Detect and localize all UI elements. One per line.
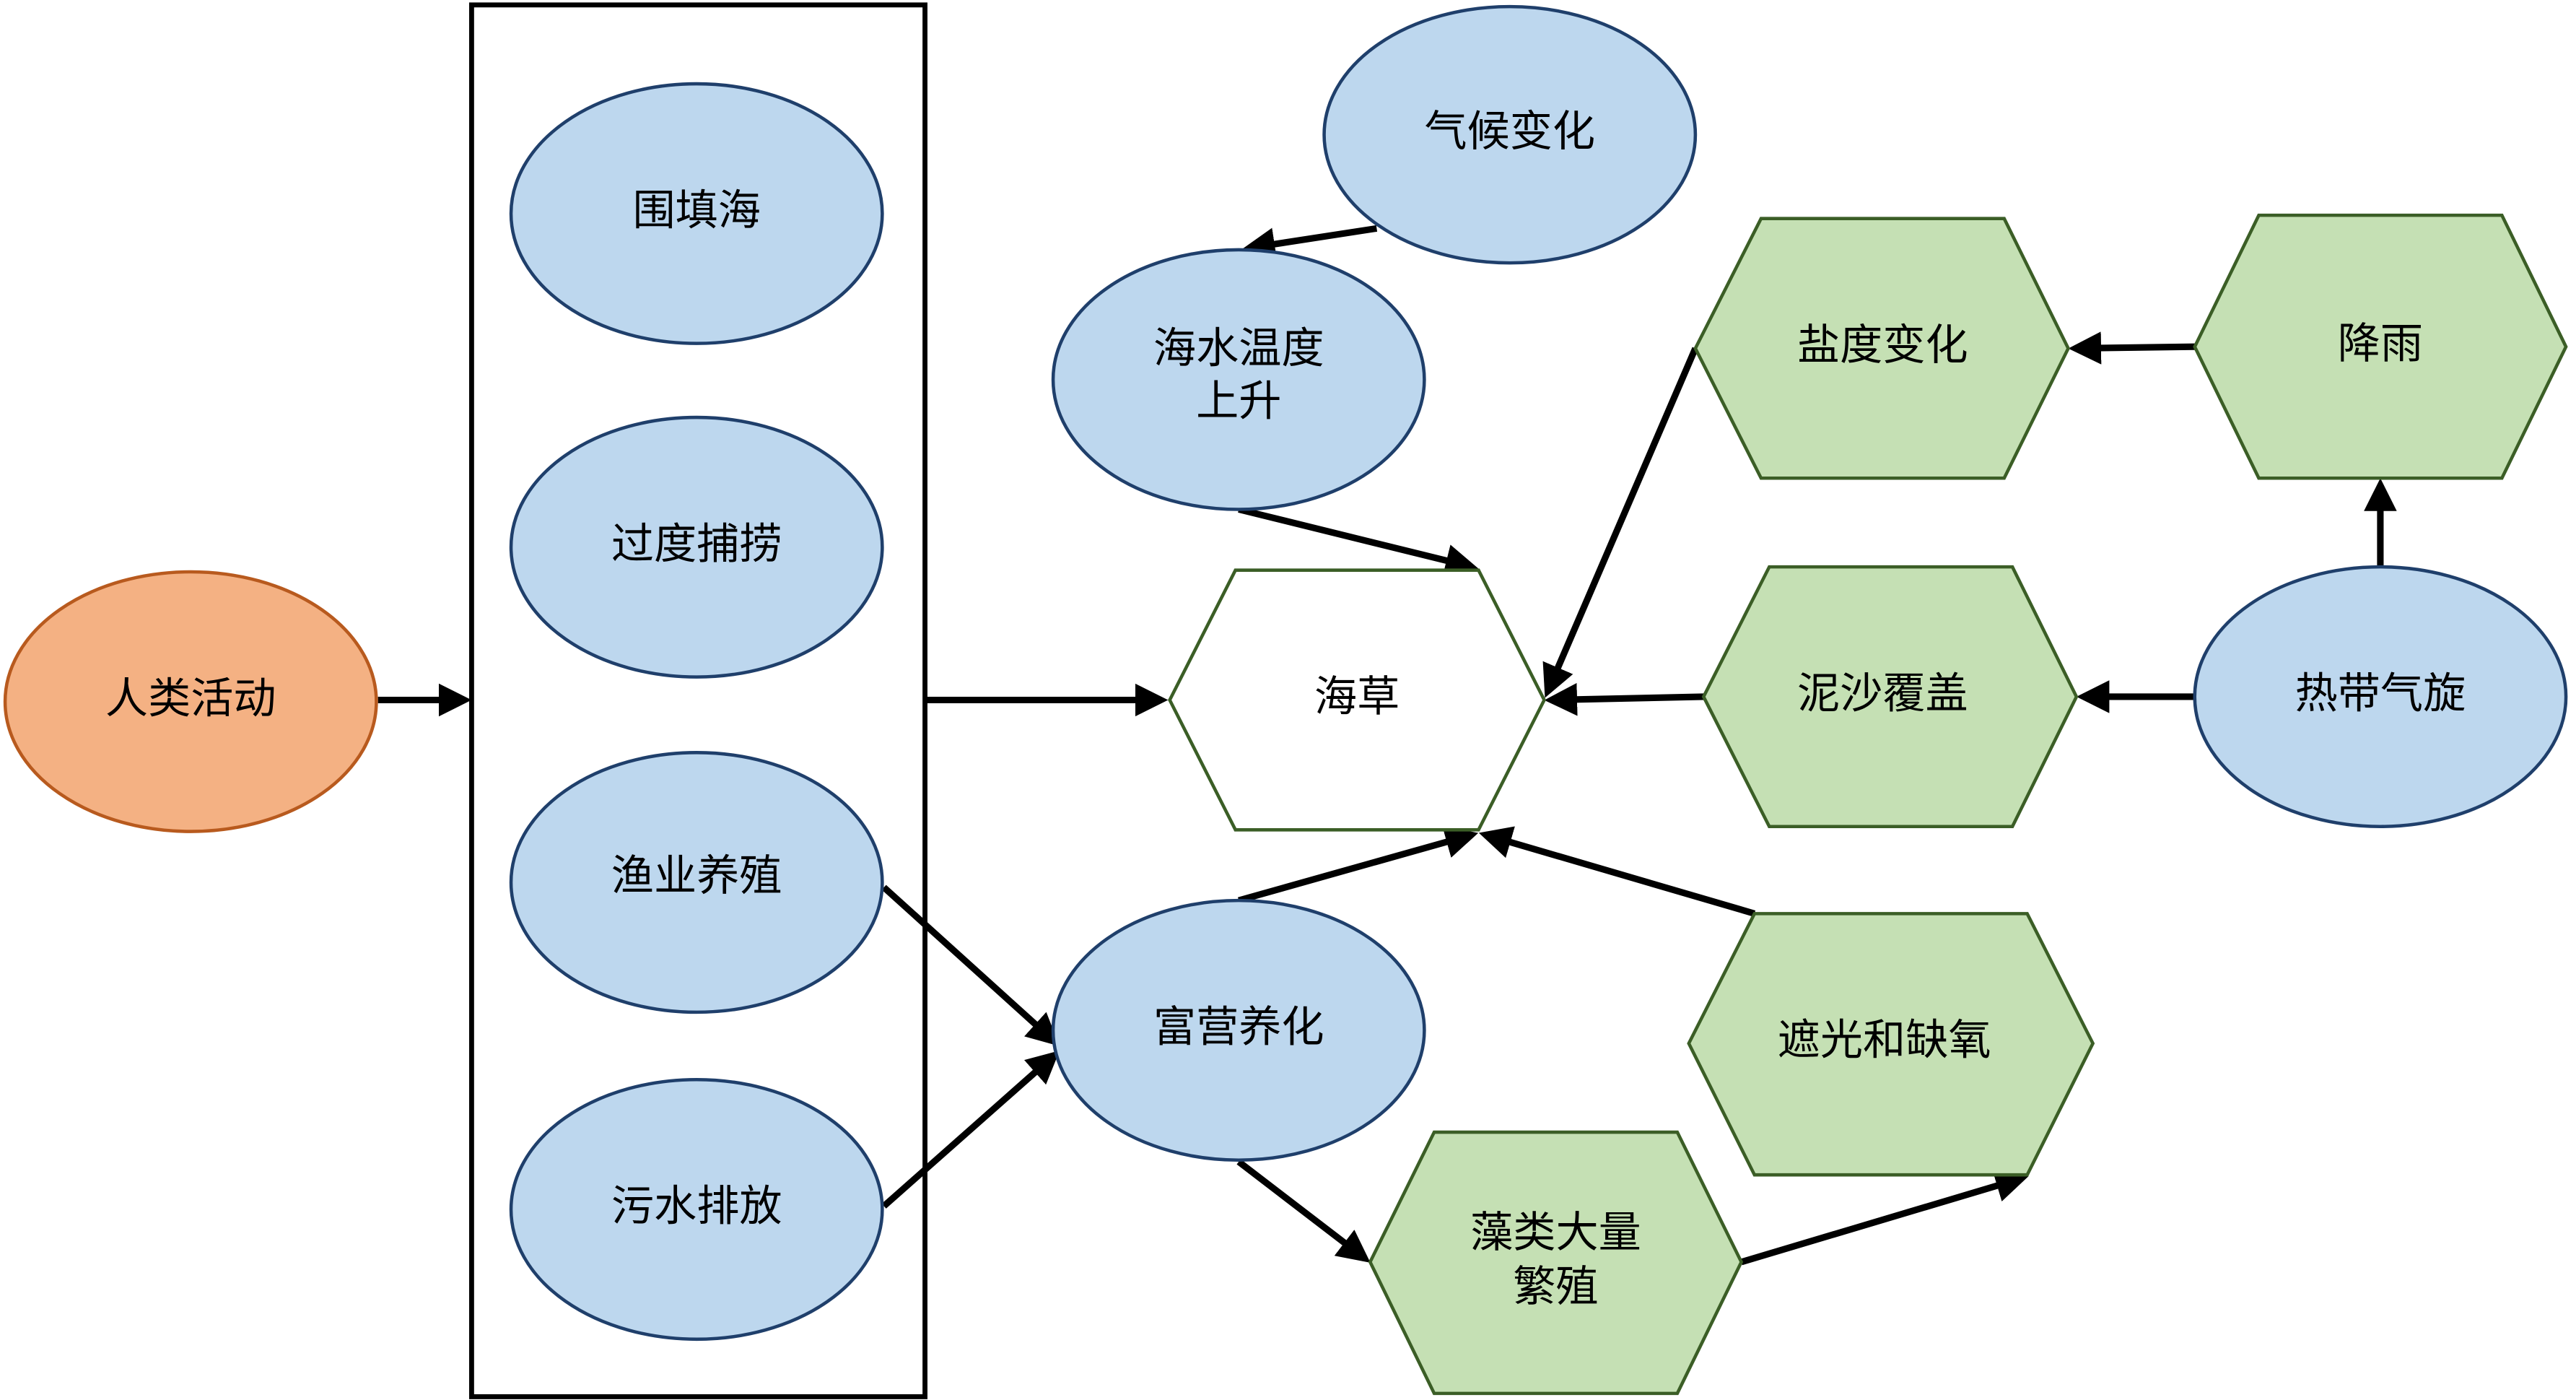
node-aquaculture: 渔业养殖 [509, 751, 884, 1014]
human-activities-group-box [469, 2, 927, 1399]
arrow-sewage-to-eutroph [881, 1051, 1060, 1209]
node-salinity-change: 盐度变化 [1693, 217, 2071, 480]
node-label: 热带气旋 [2295, 669, 2466, 718]
arrow-algae-to-shading [1740, 1170, 2029, 1266]
node-label: 渔业养殖 [611, 851, 782, 900]
node-label: 泥沙覆盖 [1797, 669, 1968, 718]
node-seagrass: 海草 [1168, 568, 1547, 832]
node-algal-bloom: 藻类大量 繁殖 [1368, 1130, 1744, 1396]
node-label: 遮光和缺氧 [1778, 1015, 1991, 1065]
node-tropical-cyclone: 热带气旋 [2193, 565, 2568, 829]
arrow-rain-to-salinity [2068, 331, 2195, 365]
arrow-eutroph-to-seagrass [1237, 826, 1479, 904]
node-reclamation: 围填海 [509, 82, 884, 345]
node-label: 过度捕捞 [611, 518, 782, 568]
node-label: 海水温度 [1153, 323, 1324, 373]
node-sea-temp-rise: 海水温度 上升 [1051, 248, 1426, 511]
arrow-salinity-to-seagrass [1542, 347, 1699, 698]
node-label: 海草 [1314, 671, 1400, 721]
node-label: 藻类大量 [1470, 1207, 1641, 1257]
node-sewage: 污水排放 [509, 1077, 884, 1342]
arrow-climate-to-temp [1241, 225, 1378, 261]
node-label: 盐度变化 [1797, 320, 1968, 370]
node-label: 繁殖 [1513, 1261, 1598, 1311]
node-label: 气候变化 [1424, 106, 1595, 156]
node-sediment-cover: 泥沙覆盖 [1701, 565, 2079, 829]
arrow-aquaculture-to-eutroph [881, 884, 1060, 1046]
node-eutrophication: 富营养化 [1051, 898, 1426, 1162]
arrow-sediment-to-seagrass [1544, 682, 1704, 716]
arrow-eutroph-to-algae [1236, 1159, 1371, 1263]
node-label: 污水排放 [611, 1181, 782, 1231]
node-label: 富营养化 [1153, 1002, 1324, 1052]
node-label: 人类活动 [105, 673, 276, 723]
node-human-activity: 人类活动 [3, 570, 378, 833]
node-label: 围填海 [632, 185, 760, 235]
node-climate-change: 气候变化 [1322, 4, 1698, 265]
arrow-shading-to-seagrass [1478, 826, 1756, 917]
node-label: 上升 [1196, 375, 1281, 425]
node-rainfall: 降雨 [2193, 213, 2568, 480]
arrows [377, 225, 2397, 1266]
arrow-temp-to-seagrass [1238, 506, 1479, 577]
node-label: 降雨 [2338, 318, 2423, 368]
node-shading-hypoxia: 遮光和缺氧 [1687, 912, 2095, 1177]
node-overfishing: 过度捕捞 [509, 415, 884, 679]
